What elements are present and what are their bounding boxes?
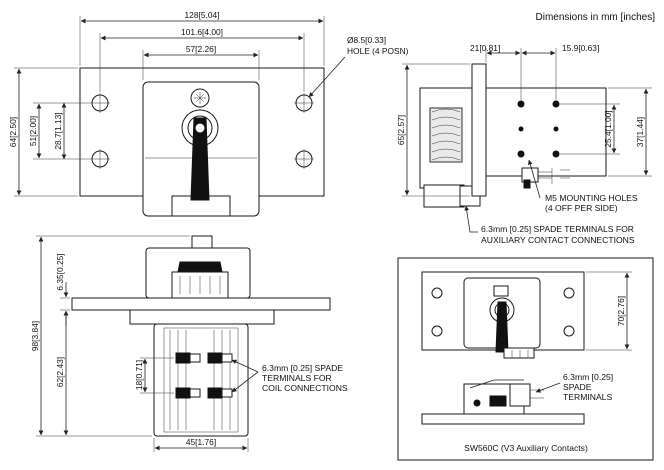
top-view-mount-holes: [90, 93, 314, 169]
dim-body-width: 57[2.26]: [186, 44, 216, 54]
front-view-coil-body: [153, 323, 249, 437]
front-view: 6.35[0.25] 98[3.84] 62[2.43] 18[0.71] 45…: [30, 235, 348, 452]
side-dim-2: 15.9[0.63]: [562, 43, 599, 53]
note-aux-terminals-1: 6.3mm [0.25] SPADE TERMINALS FOR: [481, 224, 634, 234]
side-dim-4: 37[1.44]: [635, 117, 645, 147]
aux-note-2: SPADE: [563, 382, 592, 392]
hole-note-count: HOLE (4 POSN): [347, 46, 409, 56]
front-dim-width: 45[1.76]: [186, 437, 216, 447]
note-m5-holes: M5 MOUNTING HOLES: [545, 193, 638, 203]
front-view-flange: [71, 297, 331, 311]
side-view-mount-holes: [517, 100, 560, 158]
top-view: 128[5.04] 101.6[4.00] 57[2.26] Ø8.5[0.33…: [8, 10, 409, 217]
note-coil-3: COIL CONNECTIONS: [262, 383, 348, 393]
front-dim-height: 98[3.84]: [30, 321, 40, 351]
note-coil-1: 6.3mm [0.25] SPADE: [262, 363, 343, 373]
front-dim-2: 62[2.43]: [55, 357, 65, 387]
aux-caption: SW560C (V3 Auxiliary Contacts): [464, 443, 588, 453]
units-note: Dimensions in mm [inches]: [536, 12, 656, 23]
coil-spade-terminals: [175, 352, 233, 399]
dim-inner-v: 28.7[1.13]: [53, 112, 63, 149]
front-dim-1: 6.35[0.25]: [55, 253, 65, 290]
aux-dim-height: 70[2.76]: [616, 296, 626, 326]
dim-hole-pitch-v: 51[2.00]: [28, 116, 38, 146]
aux-note-3: TERMINALS: [563, 392, 612, 402]
aux-mini-holes: [431, 287, 575, 337]
aux-note-1: 6.3mm [0.25]: [563, 372, 613, 382]
side-dim-1: 21[0.81]: [470, 43, 500, 53]
dim-hole-spacing: 101.6[4.00]: [181, 27, 223, 37]
side-dim-height: 65[2.57]: [396, 115, 406, 145]
hole-note-size: Ø8.5[0.33]: [347, 35, 386, 45]
side-dim-3: 25.4[1.00]: [603, 110, 613, 147]
aux-contacts-panel: 70[2.76] 6.3mm [0.25] SPADE TERMINALS SW…: [397, 257, 654, 461]
dim-overall-height: 64[2.50]: [8, 117, 18, 147]
side-view-bracket: [485, 87, 607, 177]
side-view: 21[0.81] 15.9[0.63] 65[2.57] 25.4[1.00] …: [396, 43, 652, 245]
front-dim-3: 18[0.71]: [134, 360, 144, 390]
note-coil-2: TERMINALS FOR: [262, 373, 332, 383]
dim-overall-width: 128[5.04]: [185, 10, 220, 20]
note-m5-holes-count: (4 OFF PER SIDE): [545, 203, 618, 213]
note-aux-terminals-2: AUXILIARY CONTACT CONNECTIONS: [481, 235, 635, 245]
side-view-flange: [471, 63, 487, 197]
top-view-actuator: [181, 88, 219, 201]
